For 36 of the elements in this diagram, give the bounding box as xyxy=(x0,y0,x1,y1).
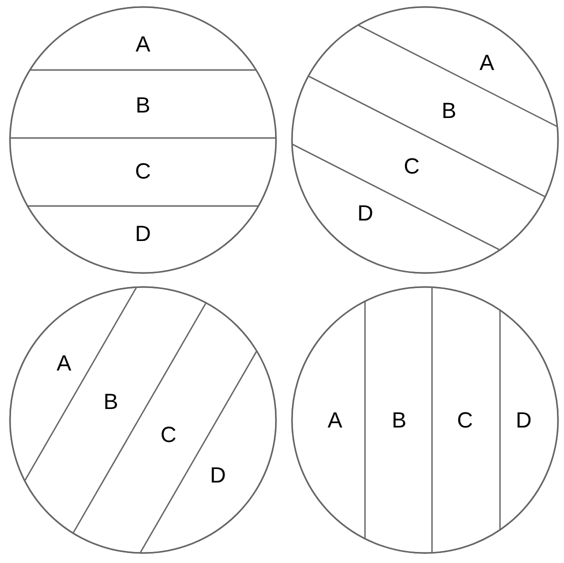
circle xyxy=(9,286,277,554)
region-letter: C xyxy=(135,158,151,184)
band-region xyxy=(72,302,258,554)
band-region xyxy=(26,205,260,274)
band-region xyxy=(356,6,558,128)
band-region xyxy=(9,286,138,482)
region-letter: A xyxy=(136,32,150,57)
circle xyxy=(291,6,559,274)
region-letter: D xyxy=(516,408,532,432)
band-region xyxy=(364,286,433,554)
region-letter: C xyxy=(404,154,420,179)
region-letter: B xyxy=(104,389,118,414)
band-region xyxy=(9,137,277,207)
region-letter: B xyxy=(392,408,406,432)
band-region xyxy=(291,75,546,251)
region-letter: D xyxy=(210,462,226,488)
band-region xyxy=(9,69,277,139)
region-letter: A xyxy=(328,408,342,432)
band-region xyxy=(431,286,501,554)
band-region xyxy=(28,6,258,71)
region-letter: A xyxy=(56,350,72,376)
region-letter: A xyxy=(479,50,494,76)
band-region xyxy=(24,286,207,534)
band-region xyxy=(139,350,277,554)
region-letter: C xyxy=(457,408,473,432)
region-letter: B xyxy=(136,92,150,118)
circle xyxy=(9,6,277,274)
band-region xyxy=(291,300,366,540)
circle xyxy=(291,286,559,554)
band-region xyxy=(308,24,559,198)
region-letter: C xyxy=(160,422,176,448)
band-region xyxy=(291,143,502,274)
region-letter: D xyxy=(357,200,374,226)
band-region xyxy=(499,309,559,531)
region-letter: D xyxy=(135,221,151,246)
region-letter: B xyxy=(442,98,456,124)
